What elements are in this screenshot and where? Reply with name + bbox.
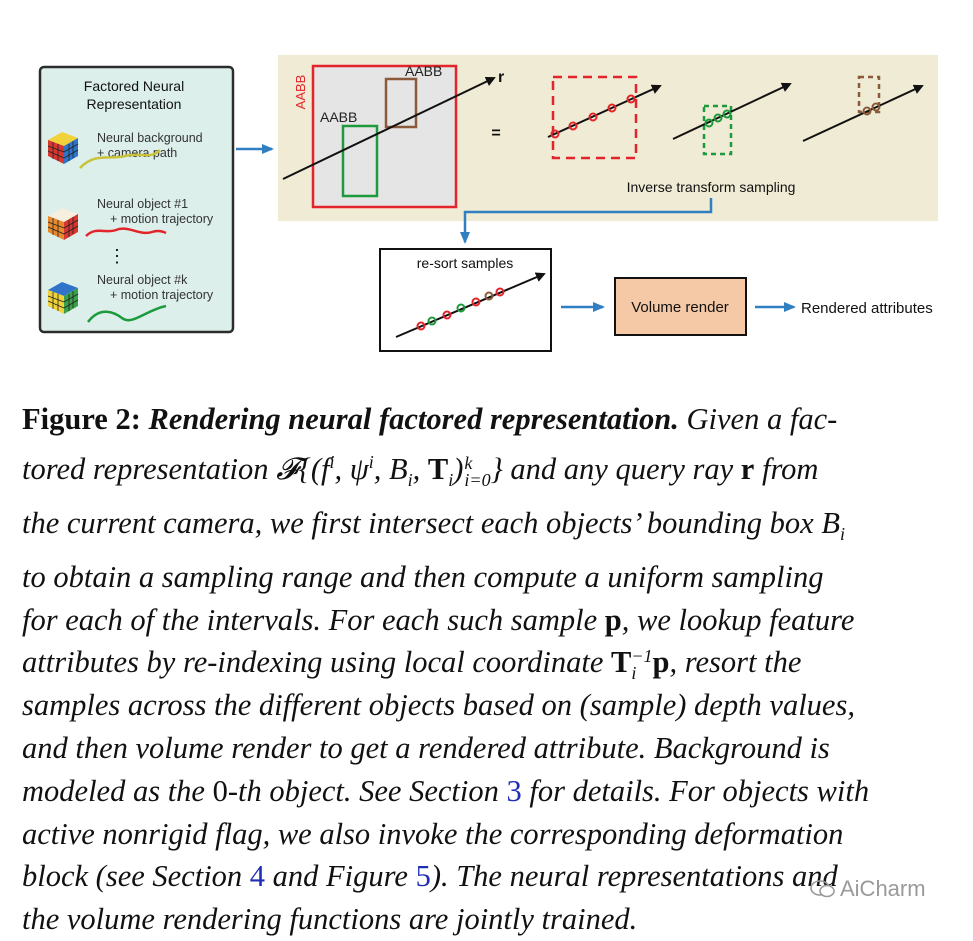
- equals-sign: =: [491, 125, 500, 142]
- background-label-line1: Neural background: [97, 131, 203, 145]
- caption-line: tored representation 𝓕{(fi, ψi, Bi, Ti)k…: [22, 441, 962, 502]
- panel-title-line2: Representation: [87, 96, 182, 112]
- caption-text: from: [761, 451, 819, 486]
- caption-line: and then volume render to get a rendered…: [22, 730, 830, 765]
- resort-label: re-sort samples: [417, 255, 513, 271]
- brown-samples: [862, 102, 881, 116]
- caption-text: for each of the intervals. For each such…: [22, 602, 598, 637]
- watermark-text: AiCharm: [840, 876, 926, 901]
- caption-text: the current camera, we first intersect e…: [22, 505, 814, 540]
- rendered-attributes-label: Rendered attributes: [801, 300, 933, 317]
- caption-text: and any query ray: [510, 451, 734, 486]
- caption-line: block (see Section 4 and Figure 5). The …: [22, 855, 962, 898]
- caption-text: and Figure: [272, 859, 408, 894]
- red-samples: [550, 94, 636, 139]
- figure-caption: Figure 2: Rendering neural factored repr…: [22, 398, 962, 941]
- caption-text: , we lookup feature: [621, 602, 855, 637]
- green-aabb-label: AABB: [320, 109, 357, 125]
- query-ray: [282, 76, 496, 180]
- ray-segment-green: [672, 82, 792, 140]
- watermark: AiCharm: [810, 876, 926, 902]
- caption-line: to obtain a sampling range and then comp…: [22, 559, 824, 594]
- caption-text: ). The neural representations and: [430, 859, 838, 894]
- resort-samples-box: re-sort samples: [379, 248, 552, 352]
- caption-line: modeled as the 0-th object. See Section …: [22, 770, 962, 813]
- outer-aabb-label: AABB: [293, 75, 308, 110]
- caption-text: attributes by re-indexing using local co…: [22, 645, 604, 680]
- figure-link[interactable]: 5: [415, 859, 431, 894]
- ray-segment-brown: [802, 84, 924, 142]
- sampling-label: Inverse transform sampling: [627, 179, 796, 195]
- motion-trajectory-curve-red: [85, 227, 167, 237]
- volume-render-box: Volume render: [614, 277, 747, 336]
- figure-number: Figure 2:: [22, 402, 141, 436]
- brown-aabb-label: AABB: [405, 63, 442, 79]
- caption-text: for details. For objects with: [529, 773, 870, 808]
- objectk-label-line1: Neural object #k: [97, 273, 188, 287]
- caption-text: block (see Section: [22, 859, 243, 894]
- ray-segment-red: [547, 84, 662, 138]
- objectk-label-line2: + motion trajectory: [110, 288, 214, 302]
- math-symbol: p: [604, 602, 622, 637]
- method-diagram: Factored Neural Representation Neural ba…: [38, 55, 938, 352]
- chat-bubbles-icon: [810, 880, 835, 898]
- section-link[interactable]: 3: [506, 773, 522, 808]
- caption-text: -th object. See Section: [227, 773, 499, 808]
- resorted-ray: [395, 272, 546, 338]
- caption-line: active nonrigid flag, we also invoke the…: [22, 816, 844, 851]
- flow-arrow: [460, 198, 713, 244]
- caption-text: , resort the: [669, 645, 802, 680]
- rubiks-cube-icon: [47, 132, 79, 164]
- ray-label: r: [498, 69, 504, 86]
- green-samples: [704, 109, 732, 128]
- ellipsis-dots: ⋮: [108, 246, 126, 266]
- object1-label-line2: + motion trajectory: [110, 212, 214, 226]
- rubiks-cube-icon: [47, 282, 79, 314]
- section-link[interactable]: 4: [249, 859, 266, 894]
- motion-trajectory-curve-green: [87, 304, 167, 323]
- caption-text: tored representation: [22, 451, 269, 486]
- caption-text: Given a fac-: [686, 402, 838, 436]
- panel-title-line1: Factored Neural: [84, 78, 184, 94]
- volume-render-label: Volume render: [631, 299, 729, 316]
- camera-path-curve: [79, 149, 161, 169]
- rubiks-cube-icon: [47, 208, 79, 240]
- resorted-samples: [416, 287, 505, 331]
- math-symbol: r: [740, 451, 755, 486]
- object1-label-line1: Neural object #1: [97, 197, 188, 211]
- caption-line: the volume rendering functions are joint…: [22, 902, 638, 937]
- caption-line: the current camera, we first intersect e…: [22, 502, 962, 556]
- caption-line: samples across the different objects bas…: [22, 688, 855, 723]
- caption-line: attributes by re-indexing using local co…: [22, 641, 962, 684]
- math-symbol: 0: [212, 773, 228, 808]
- caption-line: Figure 2: Rendering neural factored repr…: [22, 398, 962, 441]
- caption-text: modeled as the: [22, 773, 205, 808]
- factored-representation-panel: Factored Neural Representation Neural ba…: [38, 65, 235, 334]
- math-symbol: Bi: [821, 505, 845, 544]
- figure-title: Rendering neural factored representation…: [148, 402, 679, 436]
- aabb-intersection-panel: AABB AABB AABB r = Inverse transform sam…: [278, 55, 938, 221]
- caption-line: for each of the intervals. For each such…: [22, 599, 962, 642]
